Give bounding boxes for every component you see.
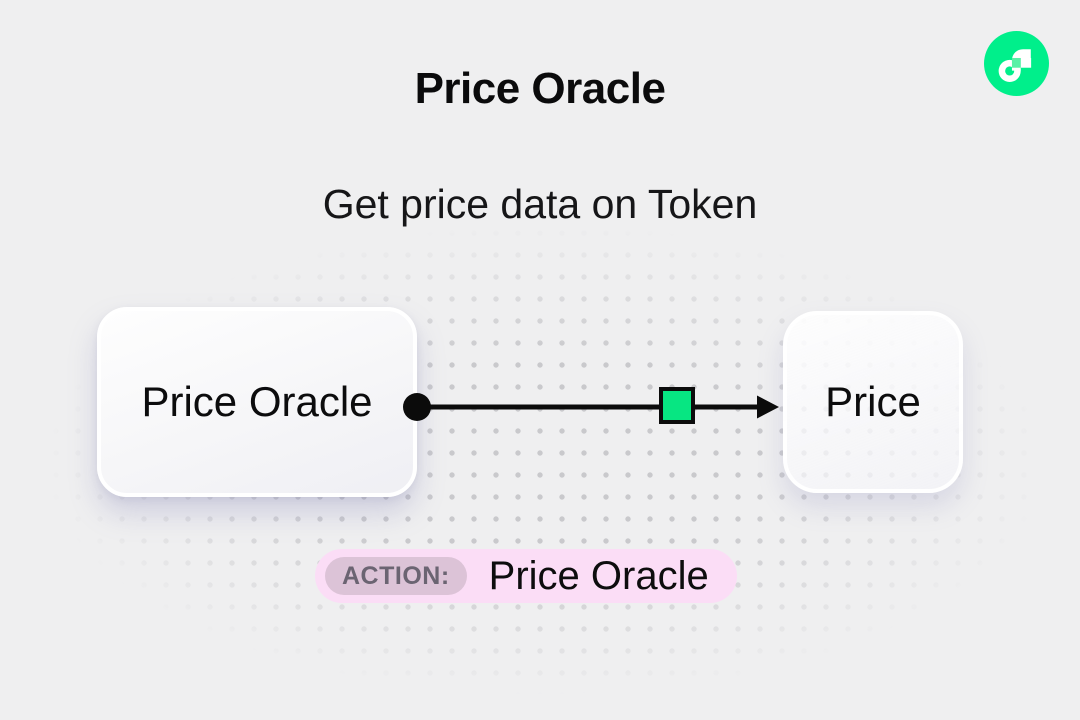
flow-logo-icon: [984, 31, 1049, 96]
node-price[interactable]: Price: [783, 311, 963, 493]
action-badge-label: ACTION:: [325, 557, 467, 595]
edge-connector: [403, 387, 779, 424]
flow-logo-svg: [984, 31, 1049, 96]
edge-green-square-marker: [659, 387, 695, 424]
node-price-oracle[interactable]: Price Oracle: [97, 307, 417, 497]
edge-arrowhead-icon: [757, 395, 779, 419]
edge-start-dot-icon: [403, 393, 431, 421]
node-price-oracle-label: Price Oracle: [141, 378, 373, 426]
page-title: Price Oracle: [414, 64, 666, 113]
page-subtitle: Get price data on Token: [322, 181, 758, 227]
action-badge: ACTION: Price Oracle: [315, 549, 737, 603]
action-badge-value: Price Oracle: [488, 553, 709, 598]
node-price-label: Price: [825, 378, 921, 426]
